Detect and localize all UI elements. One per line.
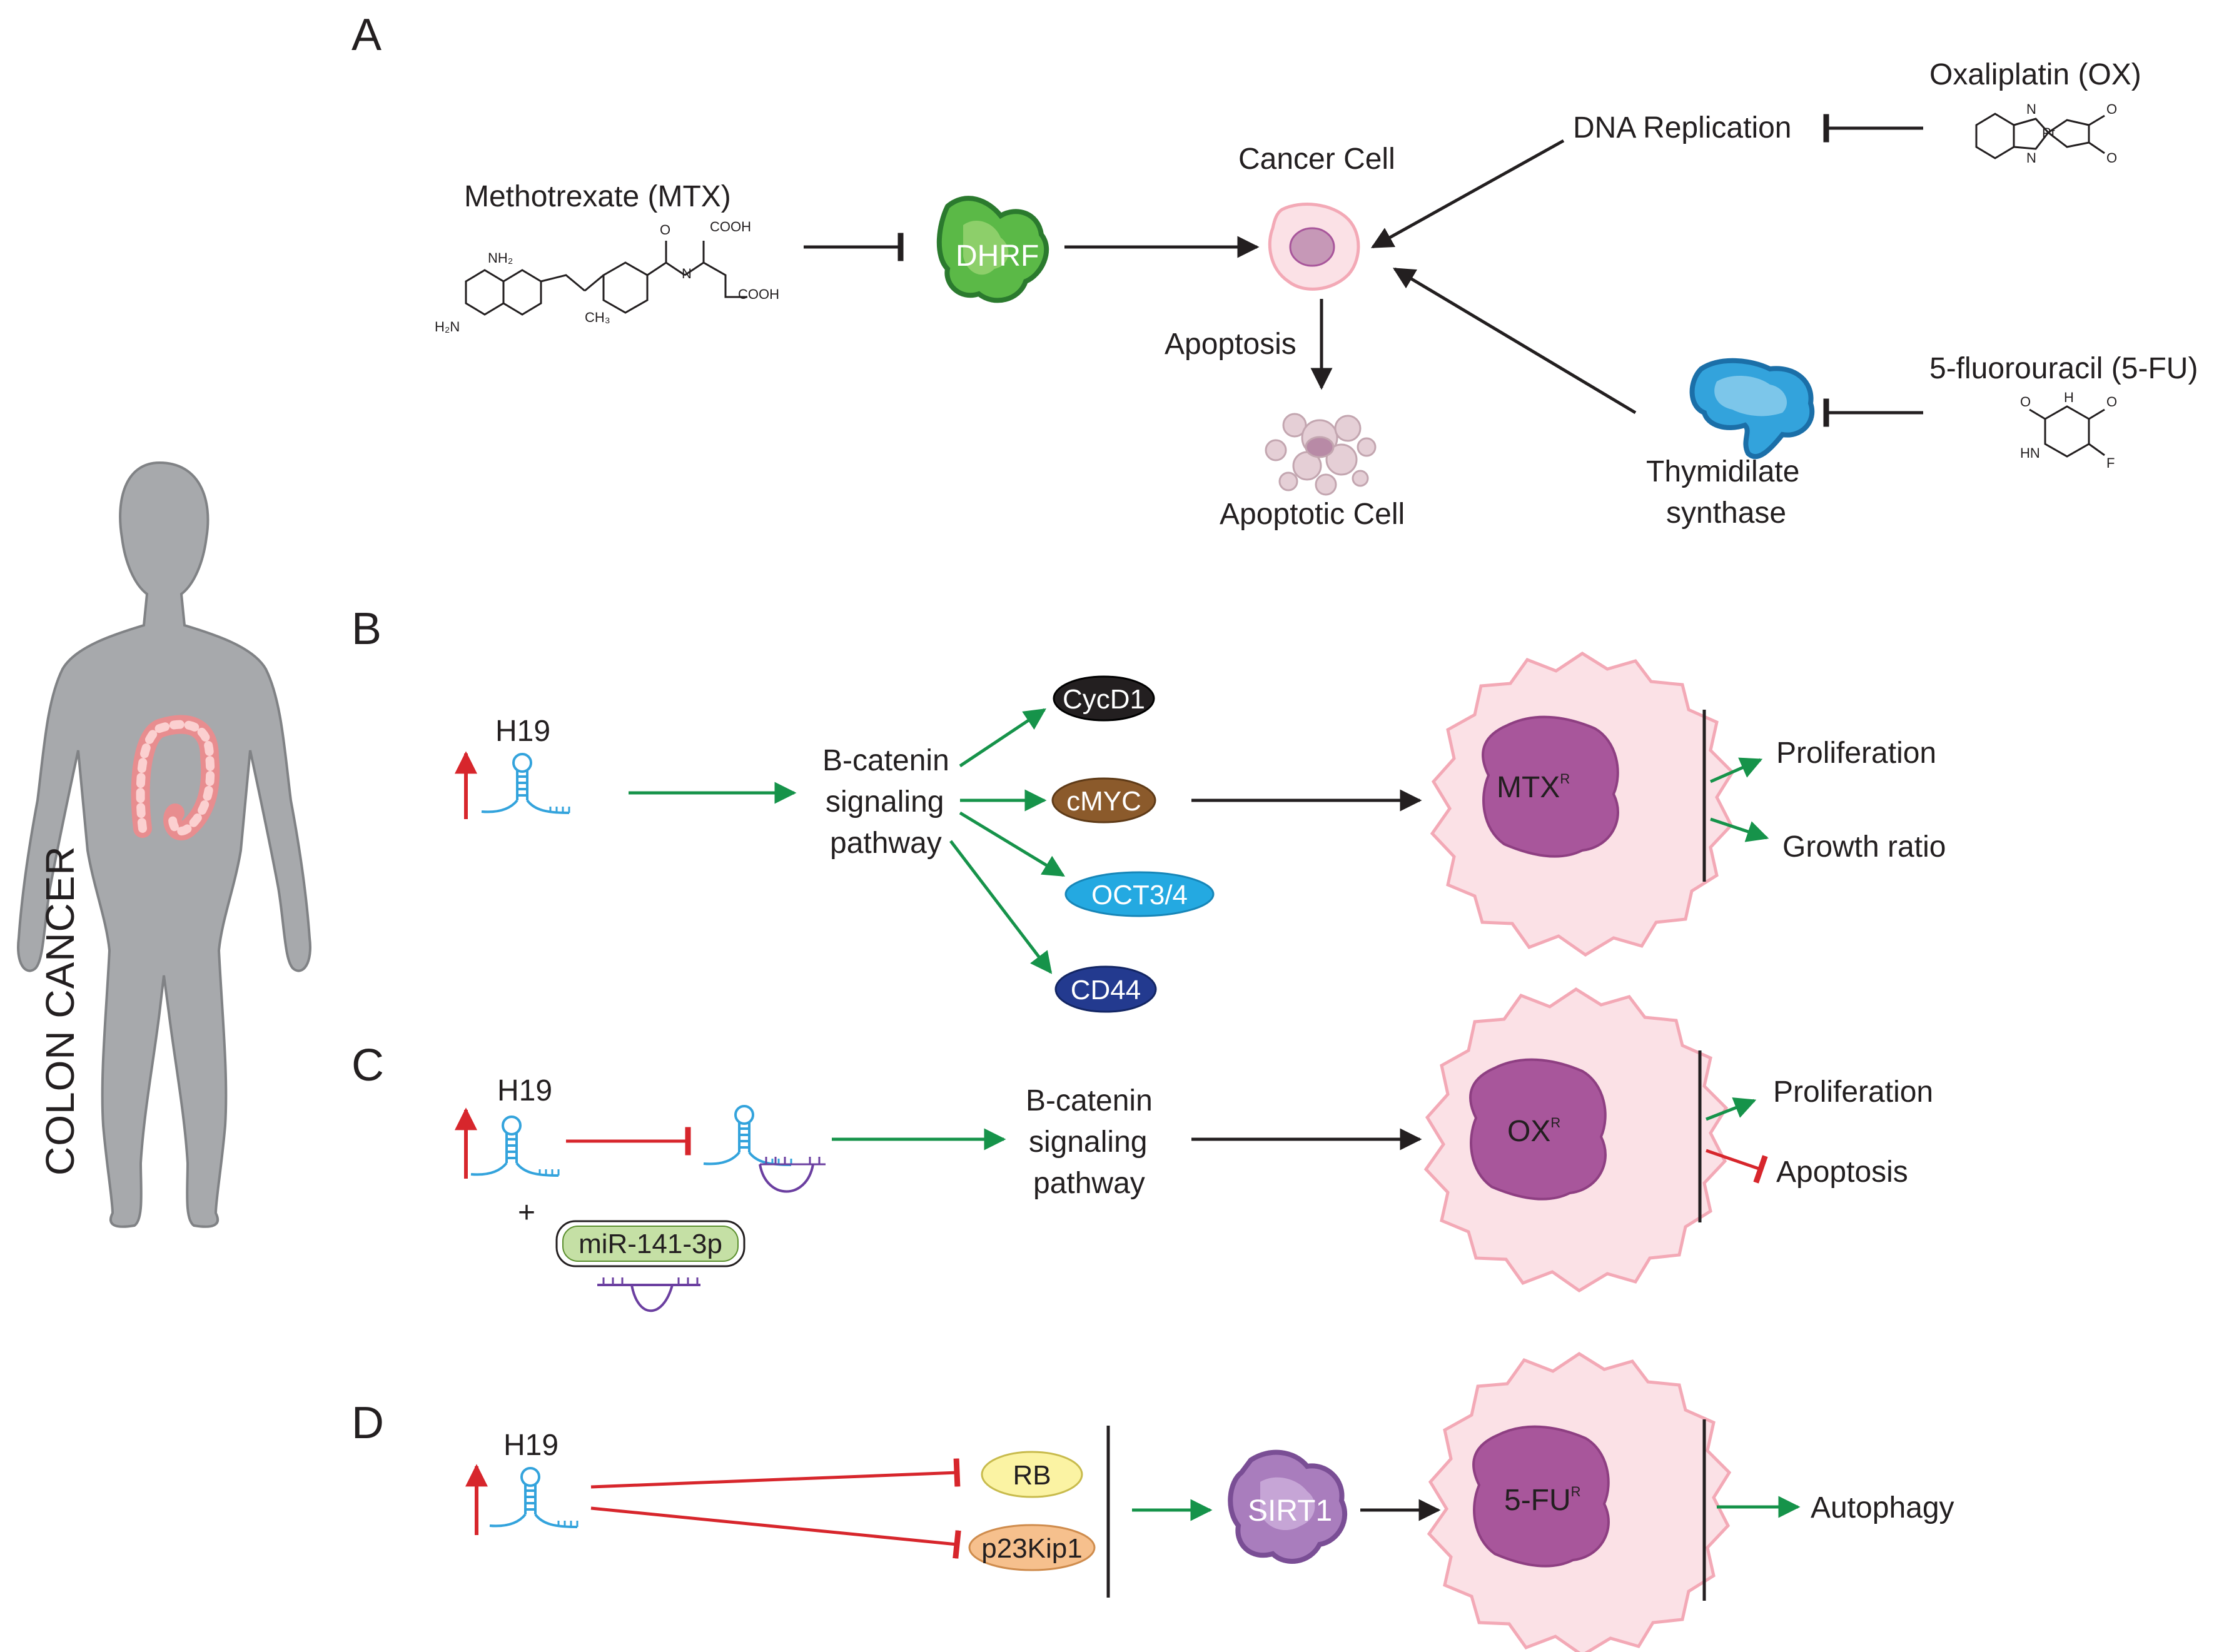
svg-text:OCT3/4: OCT3/4 — [1091, 880, 1188, 910]
arrow-to-cd44 — [949, 840, 1053, 974]
arrow-to-cycd1 — [959, 708, 1046, 768]
arrow-to-proliferation-b — [1709, 757, 1763, 783]
dhrf-protein-icon — [936, 196, 1049, 303]
badge-cmyc: cMYC — [1051, 777, 1156, 823]
arrow-to-proliferation-c — [1706, 1097, 1757, 1121]
label-synthase: synthase — [1666, 496, 1786, 530]
sirt1-protein-icon — [1228, 1449, 1347, 1564]
label-apoptosis-c: Apoptosis — [1776, 1156, 1908, 1189]
svg-text:RB: RB — [1013, 1460, 1051, 1491]
label-h19-b: H19 — [495, 715, 550, 748]
label-oxr: OXR — [1507, 1115, 1560, 1148]
h19-rna-icon-c — [470, 1116, 560, 1177]
label-bcatenin-c-2: signaling — [1029, 1126, 1147, 1159]
svg-text:N: N — [2026, 101, 2036, 117]
label-proliferation-c: Proliferation — [1773, 1075, 1933, 1109]
apoptotic-cell-icon — [1265, 413, 1377, 496]
panel-b-letter: B — [351, 604, 382, 654]
mirna-badge: miR-141-3p — [555, 1220, 746, 1267]
svg-text:O: O — [2106, 101, 2117, 117]
sponged-rna-icon — [702, 1105, 826, 1193]
label-sirt1: SIRT1 — [1248, 1494, 1332, 1528]
mirna-strand-icon — [597, 1277, 700, 1312]
label-apoptotic-cell: Apoptotic Cell — [1220, 498, 1405, 531]
svg-text:H₂N: H₂N — [435, 319, 460, 335]
label-proliferation-b: Proliferation — [1776, 737, 1936, 770]
svg-text:HN: HN — [2020, 445, 2040, 461]
svg-text:p23Kip1: p23Kip1 — [981, 1533, 1082, 1564]
label-bcatenin-c-3: pathway — [1033, 1167, 1145, 1200]
badge-p23kip1: p23Kip1 — [968, 1524, 1096, 1571]
thymidilate-to-cell — [1392, 267, 1637, 415]
arrow-to-growth-ratio — [1710, 817, 1769, 842]
panel-a-letter: A — [351, 10, 382, 60]
label-dhrf: DHRF — [956, 239, 1039, 273]
h19-inhibits-p23kip1 — [590, 1506, 961, 1559]
h19-rna-icon-d — [488, 1467, 579, 1528]
methotrexate-atoms: NH₂ H₂N COOH COOH CH₃ O N — [435, 219, 779, 335]
svg-text:COOH: COOH — [710, 219, 751, 234]
label-thymidilate: Thymidilate — [1646, 455, 1799, 488]
thymidilate-synthase-icon — [1689, 358, 1815, 460]
label-growth-ratio: Growth ratio — [1782, 830, 1946, 864]
label-plus: + — [518, 1196, 535, 1229]
colon-illustration — [131, 715, 220, 840]
label-dna-replication: DNA Replication — [1573, 111, 1792, 144]
fluorouracil-atoms: H O O HN F — [2020, 390, 2117, 471]
label-autophagy: Autophagy — [1811, 1491, 1954, 1524]
label-oxaliplatin: Oxaliplatin (OX) — [1929, 58, 2141, 91]
human-silhouette — [17, 461, 311, 1228]
label-bcatenin-b-1: B-catenin — [822, 744, 949, 777]
methotrexate-structure — [465, 241, 747, 316]
label-bcatenin-b-3: pathway — [830, 827, 942, 860]
svg-text:COOH: COOH — [738, 286, 779, 302]
svg-text:Pt: Pt — [2042, 125, 2055, 141]
svg-text:CycD1: CycD1 — [1063, 684, 1145, 715]
svg-text:NH₂: NH₂ — [488, 250, 513, 266]
svg-text:F: F — [2106, 455, 2115, 471]
svg-text:O: O — [660, 222, 670, 238]
h19-rna-icon-b — [480, 753, 570, 814]
badge-cd44: CD44 — [1054, 965, 1157, 1013]
svg-text:O: O — [2106, 394, 2117, 410]
svg-text:miR-141-3p: miR-141-3p — [579, 1229, 722, 1259]
panel-c-letter: C — [351, 1040, 384, 1090]
svg-text:H: H — [2064, 390, 2074, 405]
oxaliplatin-structure — [1975, 113, 2105, 159]
inhibit-apoptosis-c — [1706, 1149, 1768, 1184]
svg-text:O: O — [2106, 150, 2117, 166]
side-label-colon-cancer: COLON CANCER — [38, 845, 83, 1176]
h19-inhibits-rb — [590, 1458, 961, 1489]
label-bcatenin-c-1: B-catenin — [1026, 1084, 1153, 1117]
label-5fur: 5-FUR — [1504, 1484, 1581, 1517]
label-h19-d: H19 — [503, 1429, 559, 1462]
svg-text:cMYC: cMYC — [1066, 786, 1141, 817]
label-h19-c: H19 — [497, 1074, 552, 1107]
label-methotrexate: Methotrexate (MTX) — [464, 180, 731, 213]
svg-text:CD44: CD44 — [1071, 975, 1141, 1005]
svg-text:CH₃: CH₃ — [585, 310, 610, 325]
cancer-cell-icon — [1268, 203, 1360, 291]
badge-oct34: OCT3/4 — [1064, 871, 1215, 917]
label-mtxr: MTXR — [1497, 771, 1570, 804]
label-bcatenin-b-2: signaling — [826, 785, 944, 818]
panel-d-letter: D — [351, 1398, 384, 1448]
svg-text:N: N — [682, 266, 692, 281]
arrow-to-oct34 — [959, 811, 1065, 877]
oxaliplatin-atoms: Pt O O N N — [2026, 101, 2117, 166]
label-apoptosis-a: Apoptosis — [1165, 328, 1296, 361]
badge-rb: RB — [981, 1451, 1083, 1498]
svg-text:O: O — [2020, 394, 2031, 410]
dna-replication-to-cell — [1370, 139, 1565, 249]
label-fluorouracil: 5-fluorouracil (5-FU) — [1929, 352, 2198, 385]
svg-text:N: N — [2026, 150, 2036, 166]
fluorouracil-structure — [2029, 405, 2105, 458]
label-cancer-cell: Cancer Cell — [1238, 143, 1395, 176]
badge-cycd1: CycD1 — [1053, 675, 1155, 722]
